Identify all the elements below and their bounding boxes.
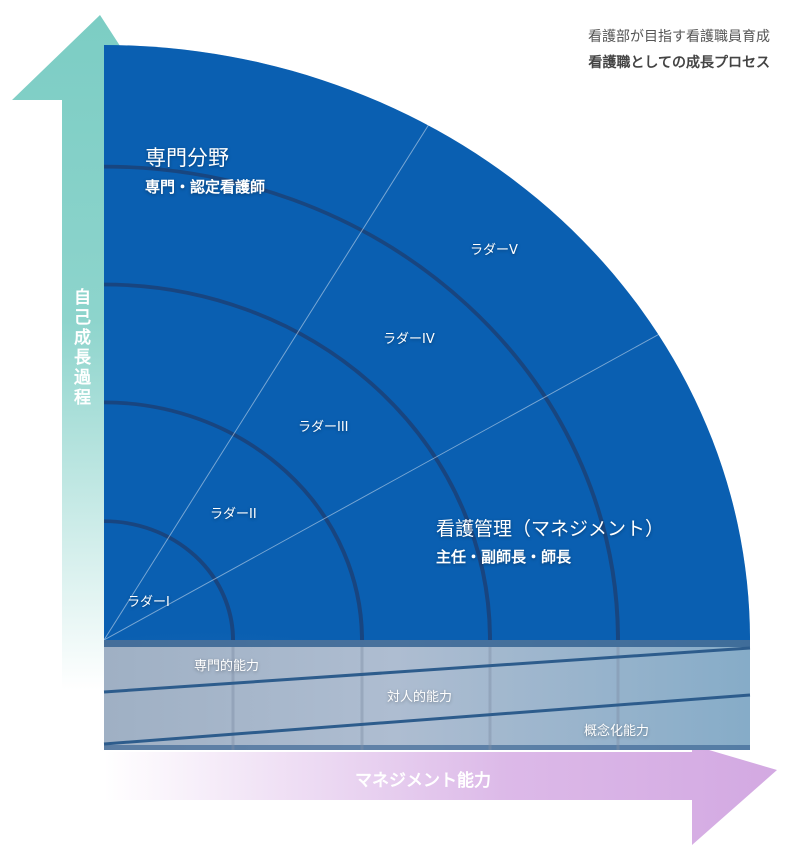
divider-management [103,331,665,641]
ability-interpersonal: 対人的能力 [387,690,453,705]
specialty-title: 専門分野 [145,146,229,170]
ladder-4: ラダーIV [383,332,435,347]
ability-conceptual: 概念化能力 [584,724,650,739]
ladder-2: ラダーII [210,507,257,522]
ladder-1: ラダーI [127,595,170,610]
ladder-5: ラダーV [470,243,518,258]
ladder-3: ラダーIII [298,420,349,435]
ring-3 [103,282,492,641]
header-title: 看護職としての成長プロセス [588,55,770,71]
horizontal-axis-label: マネジメント能力 [355,771,491,791]
ability-divider-1 [103,646,751,694]
ring-2 [103,400,364,641]
header-subtitle: 看護部が目指す看護職員育成 [588,29,770,45]
vertical-arrow [12,15,155,690]
ability-specialized: 専門的能力 [194,659,260,674]
management-sub: 主任・副師長・師長 [436,548,572,566]
fan-background [104,45,750,640]
ability-divider-2 [103,693,751,746]
ring-4 [103,164,620,641]
ring-1 [103,519,235,641]
divider-specialty [103,124,430,641]
ability-band [104,640,750,750]
vertical-axis-label: 自己成長過程 [74,288,91,408]
horizontal-arrow [104,745,777,845]
specialty-sub: 専門・認定看護師 [145,178,266,196]
management-title: 看護管理（マネジメント） [436,518,665,540]
